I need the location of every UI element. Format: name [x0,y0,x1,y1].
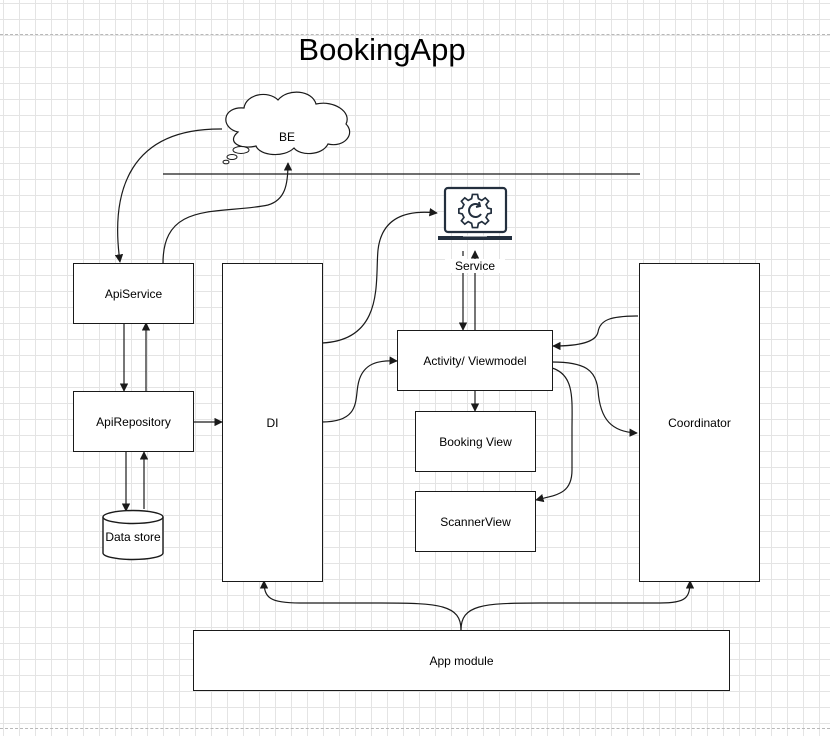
scanner-view-node[interactable]: ScannerView [415,491,536,552]
arrow-di-to-activity [321,356,398,423]
arrow-apiservice-to-be [162,162,293,264]
service-label: Service [445,259,505,273]
database-cylinder-icon[interactable] [102,509,164,561]
arrow-appmodule-to-coordinator [460,580,695,631]
cloud-icon[interactable] [222,91,351,165]
arrow-di-to-service [321,207,438,344]
activity-viewmodel-node[interactable]: Activity/ Viewmodel [397,330,553,391]
datastore-label: Data store [105,530,161,544]
arrow-activity-to-scannerview [535,367,573,503]
di-node[interactable]: DI [222,263,323,582]
be-label: BE [278,130,295,144]
diagram-title: BookingApp [298,32,466,67]
booking-view-node[interactable]: Booking View [415,411,536,472]
coordinator-node[interactable]: Coordinator [639,263,760,582]
page-boundary-bottom [0,728,830,729]
page-boundary-top [0,34,830,35]
app-module-node[interactable]: App module [193,630,730,691]
apiservice-node[interactable]: ApiService [73,263,194,324]
arrow-coordinator-to-activity [552,315,639,351]
apirepository-node[interactable]: ApiRepository [73,391,194,452]
laptop-gear-icon[interactable] [438,186,512,240]
arrow-appmodule-to-di [259,580,462,631]
arrow-activity-to-coordinator [551,361,638,437]
arrow-be-to-apiservice [114,128,223,263]
